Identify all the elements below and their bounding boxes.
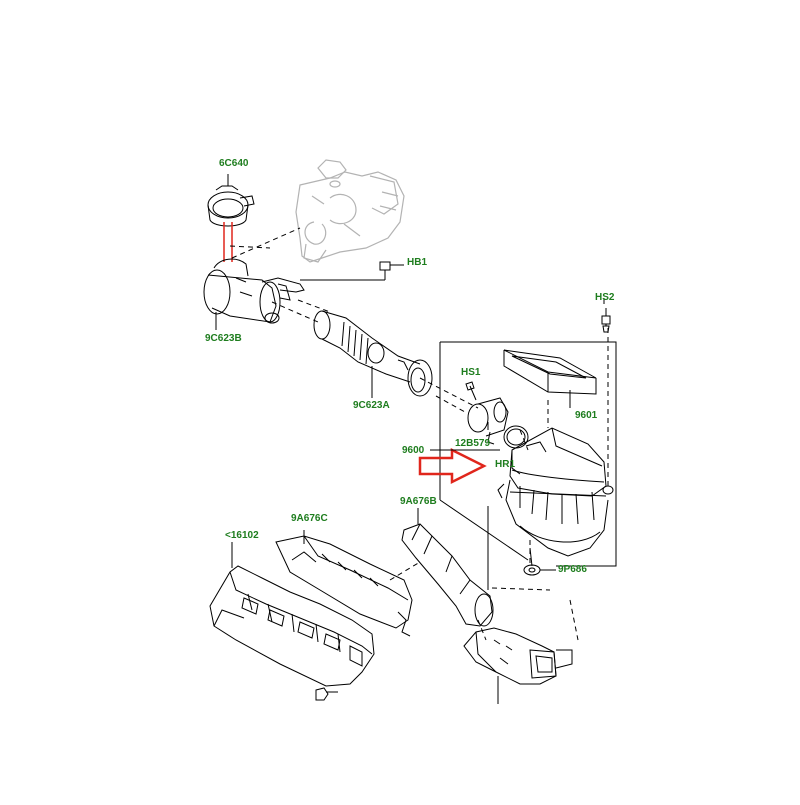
clip — [315, 687, 338, 701]
highlight-arrow-icon — [418, 447, 487, 485]
label-9600: 9600 — [402, 445, 425, 456]
assembly-bracket — [556, 341, 617, 567]
label-9a676b: 9A676B — [400, 496, 437, 507]
hose-9c623a — [313, 310, 433, 397]
sensor-12b579 — [467, 397, 509, 445]
label-9601: 9601 — [575, 410, 598, 421]
label-hb1: HB1 — [407, 257, 428, 268]
label-hr1: HR1 — [495, 459, 516, 470]
label-9c623b: 9C623B — [205, 333, 242, 344]
lower-duct — [463, 627, 573, 704]
housing-9600 — [497, 427, 614, 567]
duct-9a676b — [401, 508, 494, 627]
panel-16102 — [209, 542, 375, 687]
label-9p686: 9P686 — [558, 564, 587, 575]
label-6c640: 6C640 — [219, 158, 249, 169]
label-hs2: HS2 — [595, 292, 615, 303]
label-9a676c: 9A676C — [291, 513, 328, 524]
deflector-9a676c — [275, 530, 413, 637]
filter-9601 — [503, 349, 597, 395]
screw-hs1 — [465, 381, 477, 401]
label-hs1: HS1 — [461, 367, 481, 378]
label-9c623a: 9C623A — [353, 400, 390, 411]
resonator-9c623b — [203, 258, 305, 324]
grommet-9p686 — [523, 564, 556, 576]
bolt-hs2 — [601, 308, 611, 333]
bolt-hb1 — [300, 261, 404, 281]
label-16102: <16102 — [225, 530, 259, 541]
label-12b579: 12B579 — [455, 438, 491, 449]
clamp-6c640 — [207, 185, 255, 227]
turbo-outline — [295, 159, 405, 263]
